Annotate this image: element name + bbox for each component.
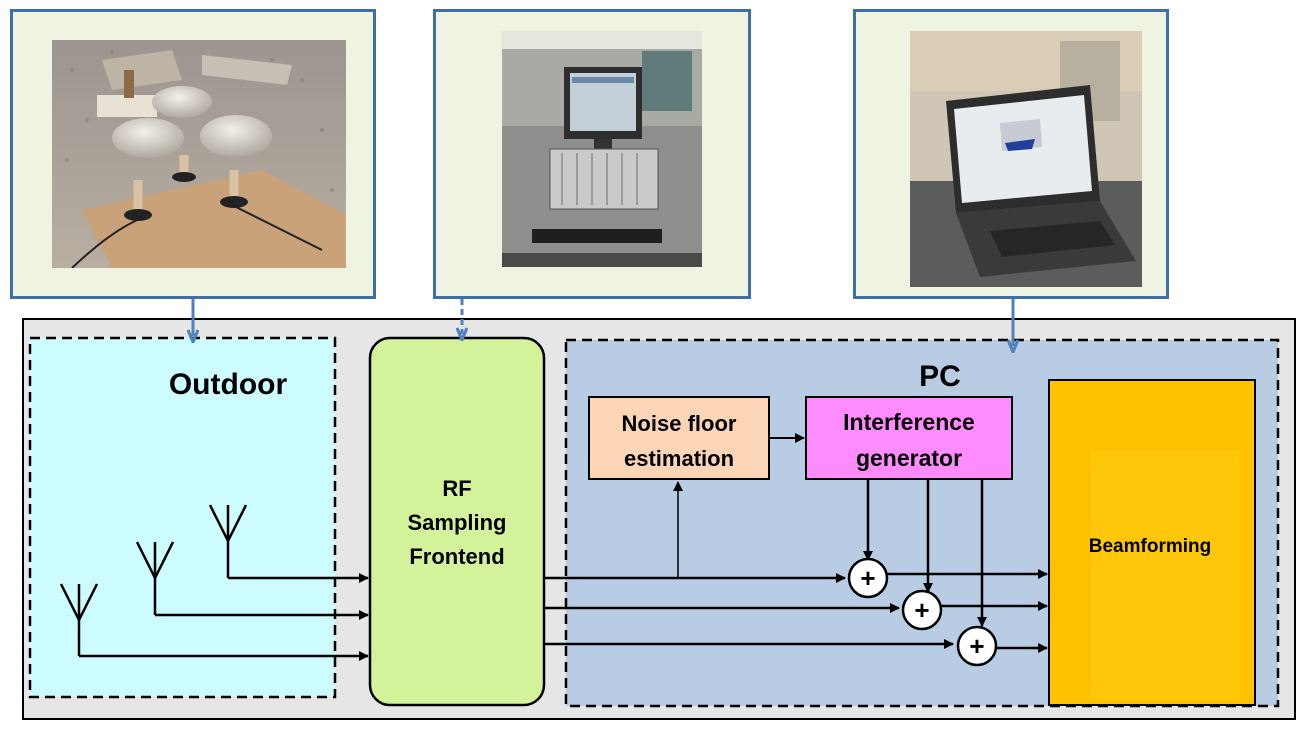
noise-floor-block [588,396,770,480]
adder-2-icon [901,589,943,631]
adder-3-symbol: + [969,631,984,661]
interference-generator-block [805,396,1013,480]
pc-laptop-photo [910,31,1142,287]
pc-label: PC [919,360,961,393]
adder-1-symbol: + [860,563,875,593]
antenna-2-icon [135,541,175,615]
rf-frontend-line-1: RF [442,476,471,501]
noise-floor-line-1: Noise floor [622,411,737,436]
outdoor-region [28,336,337,699]
frontend-rack-photo [502,31,702,267]
interference-line-2: generator [856,445,962,471]
noise-floor-line-2: estimation [624,446,734,471]
beamforming-shading [1090,450,1240,700]
beamforming-label: Beamforming [1089,536,1211,557]
rf-frontend-line-2: Sampling [407,510,506,535]
antenna-1-icon [208,504,248,578]
adder-1-icon [847,557,889,599]
adder-3-icon [956,625,998,667]
adder-2-symbol: + [914,595,929,625]
outdoor-antenna-photo [52,40,346,268]
rf-frontend-line-3: Frontend [409,544,504,569]
antenna-3-icon [59,583,99,656]
interference-line-1: Interference [843,409,975,435]
outdoor-label: Outdoor [169,368,288,401]
